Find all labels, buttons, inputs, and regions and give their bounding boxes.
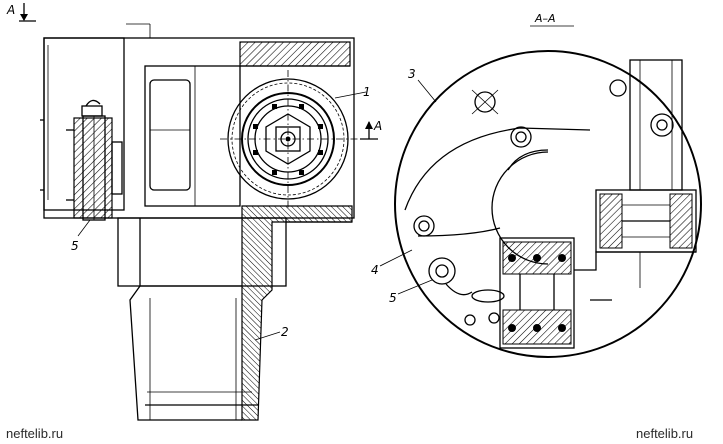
section-arrow-top: A: [6, 3, 36, 22]
section-letter-top: A: [6, 3, 15, 17]
left-shaft: [66, 99, 123, 221]
gear-assembly: [220, 70, 358, 210]
section-title: A–A: [534, 12, 556, 25]
callout-5-right: 5: [389, 291, 397, 305]
side-view: A: [6, 3, 382, 421]
callout-4: 4: [371, 263, 379, 277]
watermark-left: neftelib.ru: [6, 426, 63, 441]
callout-1: 1: [363, 85, 371, 99]
callout-5-left: 5: [71, 239, 79, 253]
tapered-shank: [129, 285, 258, 421]
callout-3: 3: [408, 67, 416, 81]
section-arrow-side: A: [360, 119, 382, 140]
section-view: A–A: [371, 12, 702, 358]
section-letter-side: A: [373, 119, 382, 133]
callout-2: 2: [281, 325, 289, 339]
watermark-right: neftelib.ru: [636, 426, 693, 441]
